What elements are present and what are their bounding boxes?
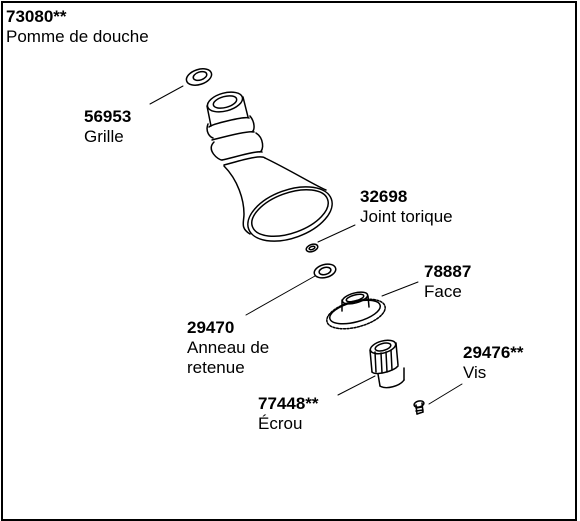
part-name: Face — [424, 282, 462, 301]
part-number: 29476** — [463, 343, 524, 362]
label-grille: 56953 Grille — [84, 107, 131, 147]
o-ring-part — [305, 243, 319, 253]
part-number: 32698 — [360, 187, 408, 206]
leader-ecrou — [337, 375, 376, 396]
label-anneau-de-retenue: 29470 Anneau de retenue — [187, 318, 269, 378]
nut-part — [369, 339, 405, 389]
face-part — [326, 291, 386, 330]
part-number: 56953 — [84, 107, 132, 126]
screw-part — [413, 400, 425, 415]
label-face: 78887 Face — [424, 262, 471, 302]
product-title: 73080** Pomme de douche — [6, 7, 149, 47]
product-name: Pomme de douche — [6, 27, 149, 46]
part-name-line-2: retenue — [187, 358, 245, 377]
leader-joint — [317, 224, 356, 243]
part-number: 78887 — [424, 262, 472, 281]
part-name-line-1: Anneau de — [187, 338, 270, 357]
leader-lines — [149, 85, 463, 405]
label-vis: 29476** Vis — [463, 343, 524, 383]
part-name: Vis — [463, 363, 487, 382]
leader-anneau — [245, 275, 316, 316]
leader-vis — [428, 383, 463, 405]
retaining-ring-part — [313, 263, 337, 279]
exploded-view-drawing — [149, 68, 463, 415]
part-name: Grille — [84, 127, 124, 146]
part-number: 77448** — [258, 394, 319, 413]
product-number: 73080** — [6, 7, 67, 26]
part-name: Joint torique — [360, 207, 453, 226]
part-name: Écrou — [258, 414, 303, 433]
leader-grille — [149, 85, 184, 105]
part-number: 29470 — [187, 318, 235, 337]
grille-part — [185, 68, 213, 86]
label-ecrou: 77448** Écrou — [258, 394, 319, 434]
shower-head-part — [206, 91, 333, 242]
label-joint-torique: 32698 Joint torique — [360, 187, 453, 227]
leader-face — [381, 281, 419, 297]
